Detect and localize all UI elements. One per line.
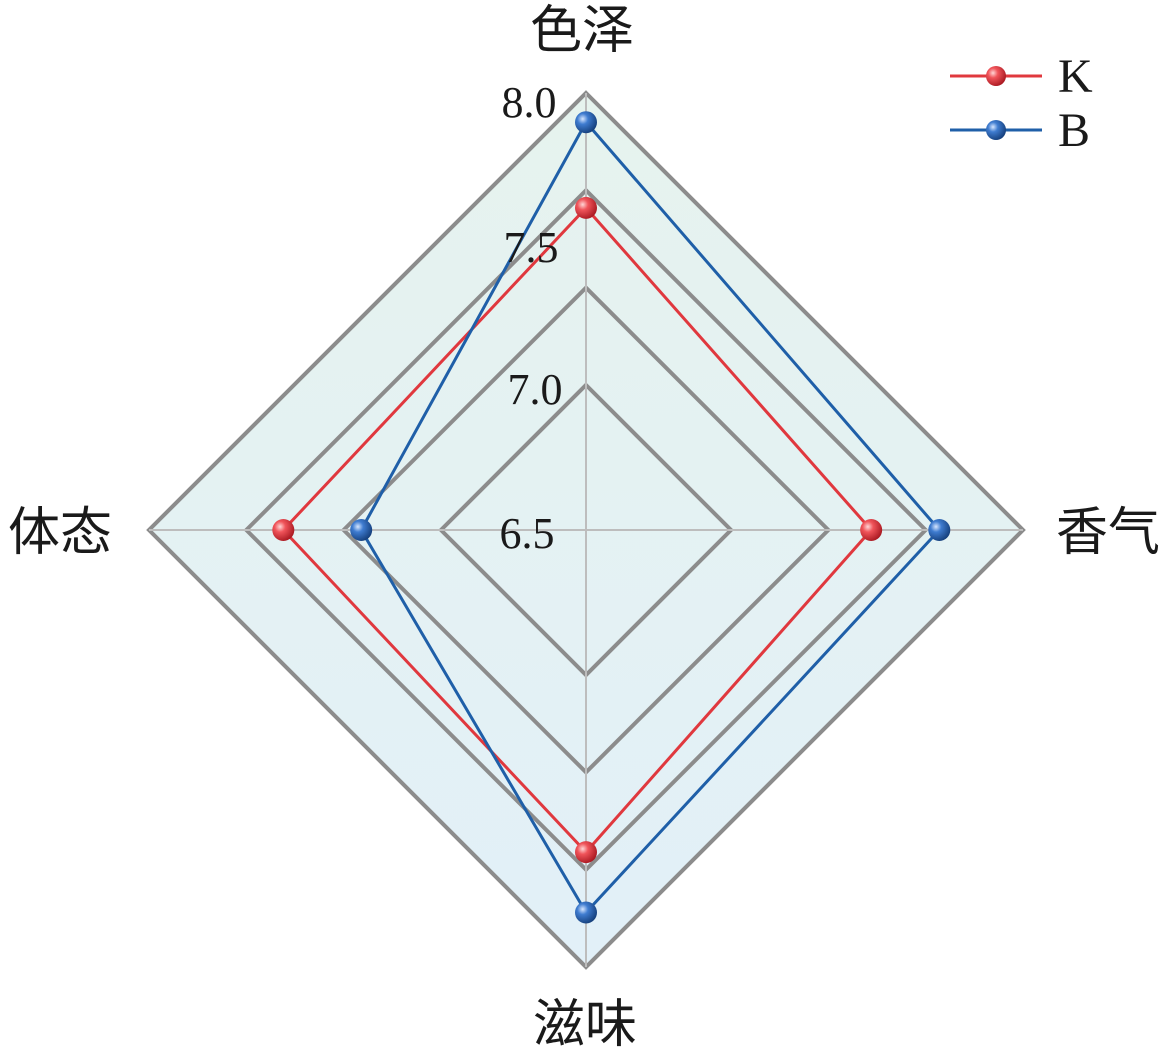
- data-point-b-3: [350, 519, 373, 541]
- legend: K B: [950, 50, 1093, 157]
- legend-label-k: K: [1058, 50, 1093, 103]
- data-point-k-2: [575, 841, 597, 864]
- legend-label-b: B: [1058, 104, 1090, 157]
- legend-marker-b: [986, 120, 1006, 140]
- data-point-b-0: [575, 111, 597, 134]
- tick-label-0: 6.5: [500, 509, 555, 558]
- legend-marker-k: [986, 66, 1006, 86]
- data-point-b-2: [575, 901, 597, 924]
- axis-label-body: 体态: [8, 503, 112, 563]
- tick-label-2: 7.5: [504, 223, 559, 272]
- axis-label-aroma: 香气: [1056, 503, 1160, 563]
- radar-series: [272, 111, 951, 924]
- data-point-k-0: [575, 196, 597, 219]
- data-point-k-3: [272, 519, 295, 541]
- axis-label-color: 色泽: [530, 1, 634, 61]
- data-point-k-1: [860, 519, 883, 541]
- data-point-b-1: [928, 519, 951, 541]
- tick-label-3: 8.0: [502, 78, 557, 127]
- axis-label-taste: 滋味: [533, 995, 637, 1051]
- tick-label-1: 7.0: [508, 365, 563, 414]
